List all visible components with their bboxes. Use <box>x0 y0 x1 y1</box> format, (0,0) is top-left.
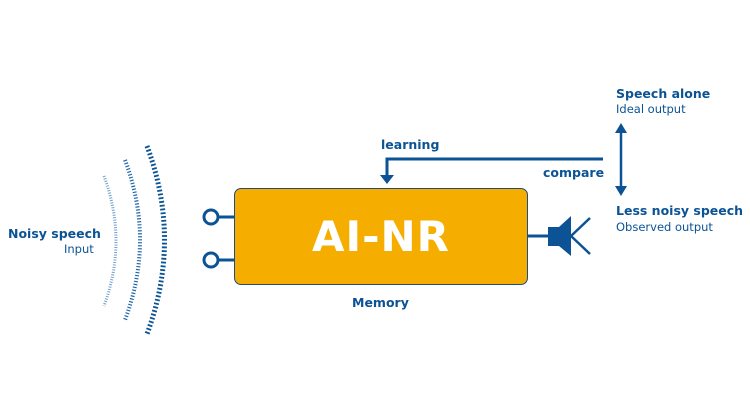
input-subtitle: Input <box>64 242 94 256</box>
learning-label: learning <box>381 137 440 152</box>
compare-arrow-up-icon <box>615 123 627 133</box>
target-title: Speech alone <box>616 86 711 101</box>
sound-wave-middle <box>123 159 142 321</box>
output-title: Less noisy speech <box>616 203 744 218</box>
ai-nr-label: AI-NR <box>311 211 451 261</box>
sound-wave-outer <box>144 145 167 335</box>
output-subtitle: Observed output <box>616 220 713 234</box>
input-connector-icon <box>202 208 234 269</box>
compare-label: compare <box>543 165 605 180</box>
speaker-icon <box>528 216 591 256</box>
memory-label: Memory <box>352 295 409 310</box>
input-title: Noisy speech <box>8 226 101 241</box>
compare-arrow-down-icon <box>615 186 627 196</box>
learning-arrow <box>385 157 603 177</box>
ai-nr-box: AI-NR <box>234 188 528 285</box>
sound-wave-inner <box>102 175 118 307</box>
learning-arrow-head-icon <box>380 175 394 184</box>
target-subtitle: Ideal output <box>616 102 686 116</box>
